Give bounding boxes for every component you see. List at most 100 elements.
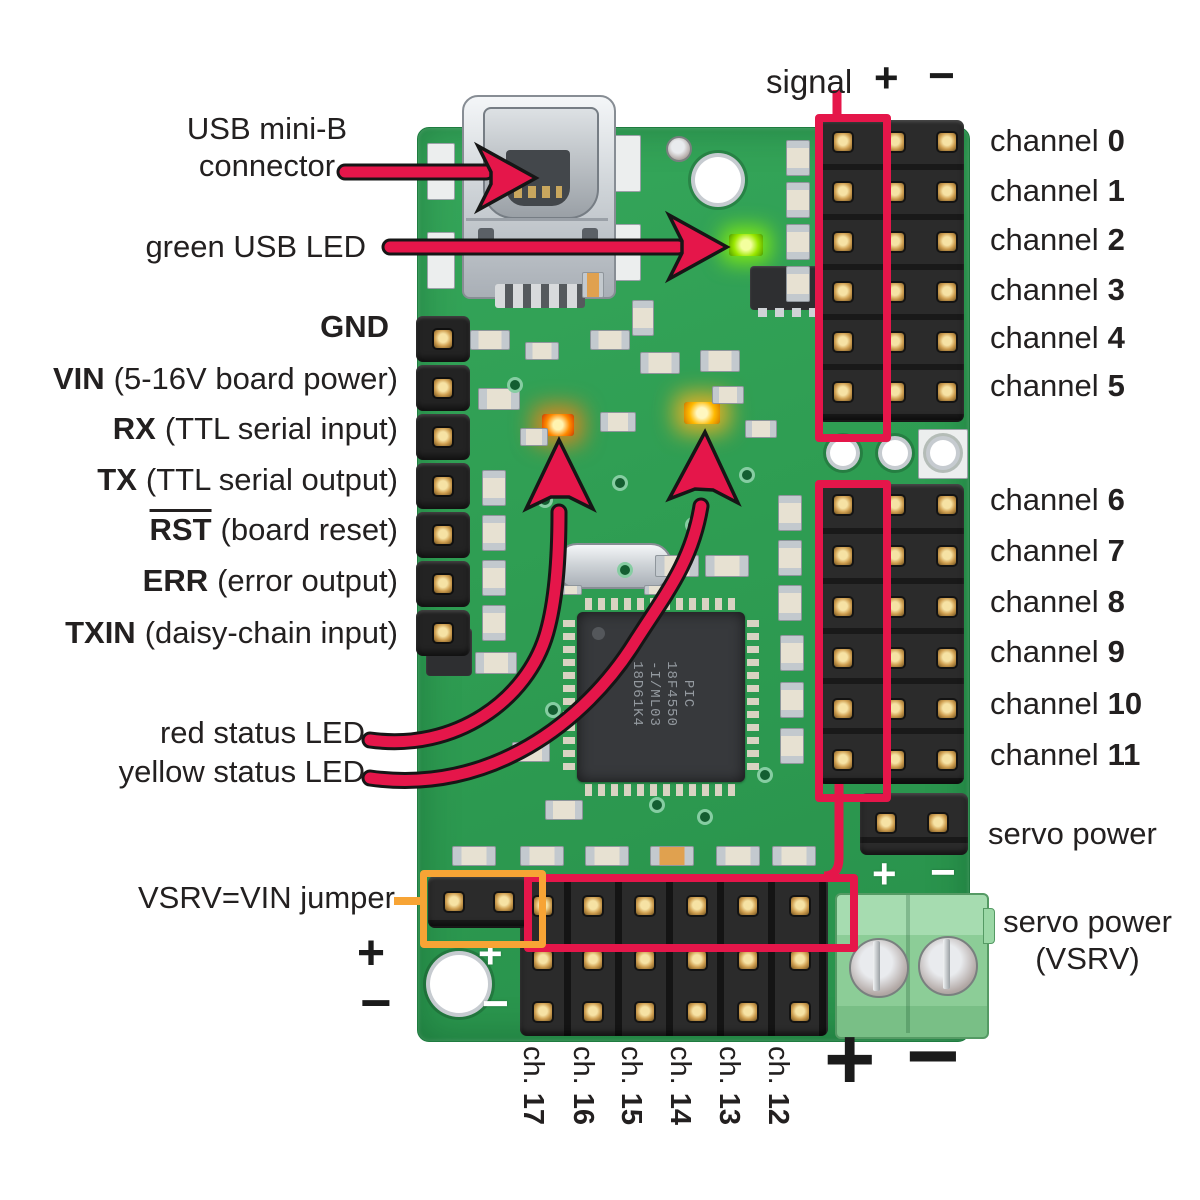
ch-word: ch. (664, 1046, 696, 1085)
ch-17-label: ch. 17 (515, 1046, 550, 1125)
smd-component (705, 555, 749, 577)
ch-word: ch. (517, 1046, 549, 1085)
header-pin (929, 814, 947, 832)
pin-name: TXIN (65, 615, 136, 650)
smd-component (482, 515, 506, 551)
mounting-hole (430, 955, 488, 1013)
header-pin (834, 649, 852, 667)
header-pin (938, 183, 956, 201)
pin-desc: (error output) (217, 563, 398, 598)
via-dot (700, 812, 710, 822)
chip-marking-line: PIC (680, 679, 696, 709)
servo-minus-mark: − (930, 848, 956, 897)
channel-num: 1 (1107, 173, 1125, 208)
header-pin (834, 333, 852, 351)
header-pin (834, 700, 852, 718)
header-pin (434, 330, 452, 348)
header-pin (834, 283, 852, 301)
via-hole (830, 440, 856, 466)
smd-component (700, 350, 740, 372)
smd-component (778, 585, 802, 621)
chip-marking-line: 18F4550 (663, 661, 679, 727)
smd-component (600, 412, 636, 432)
header-pin (938, 496, 956, 514)
smd-component (780, 682, 804, 718)
usb-legs (495, 284, 585, 308)
via-dot (615, 478, 625, 488)
channel-num: 7 (1107, 533, 1125, 568)
header-pin (584, 1003, 602, 1021)
header-pin (834, 183, 852, 201)
screw-slot (943, 939, 950, 989)
smd-component (786, 224, 810, 260)
big-plus-mark: + (824, 1009, 876, 1108)
pin-name: ERR (142, 563, 209, 598)
signal-column-box-ch0-5 (815, 114, 891, 442)
green-usb-led (729, 234, 763, 256)
via-dot (760, 770, 770, 780)
channel-num: 9 (1107, 634, 1125, 669)
channel-word: channel (990, 123, 1099, 158)
usb-pad (427, 232, 455, 289)
smd-component (478, 388, 520, 410)
header-pin (834, 547, 852, 565)
via-dot (540, 495, 550, 505)
usb-label-line2: connector (198, 148, 336, 184)
channel-word: channel (990, 737, 1099, 772)
ch-16-label: ch.16 (565, 1046, 600, 1125)
usb-connector-label: USB mini-B connector (157, 110, 377, 184)
smd-component (525, 342, 559, 360)
header-pin (834, 598, 852, 616)
servo-power-vsrv-line1: servo power (1003, 904, 1172, 939)
channel-word: channel (990, 272, 1099, 307)
header-pin (791, 951, 809, 969)
usb-pad (613, 224, 641, 281)
channel-num: 5 (1107, 368, 1125, 403)
servo-power-vsrv-line2: (VSRV) (1035, 941, 1140, 977)
channel-num: 3 (1107, 272, 1125, 307)
smd-component (452, 846, 496, 866)
header-pin (938, 383, 956, 401)
left-minus-mark: − (360, 973, 392, 1033)
smd-component (482, 560, 506, 596)
smd-component (640, 352, 680, 374)
channel-word: channel (990, 584, 1099, 619)
ch-13-label: ch.13 (711, 1046, 746, 1125)
header-pin (938, 133, 956, 151)
header-pin (938, 283, 956, 301)
smd-component (772, 846, 816, 866)
header-pin (636, 951, 654, 969)
vsrv-jumper-box (420, 870, 546, 948)
smd-component (778, 540, 802, 576)
smd-component (560, 585, 582, 595)
ch-num: 17 (517, 1092, 549, 1125)
vsrv-jumper-label: VSRV=VIN jumper (137, 880, 395, 915)
ch-12-label: ch.12 (760, 1046, 795, 1125)
chip-pin1-dot (592, 627, 605, 640)
smd-component (712, 386, 744, 404)
via-dot (620, 565, 630, 575)
header-ch0-5 (818, 120, 964, 422)
channel-num: 2 (1107, 222, 1125, 257)
chip-pins-bottom (585, 784, 737, 796)
via-hole (930, 440, 956, 466)
red-status-led-label: red status LED (159, 715, 365, 750)
smd-component (632, 300, 654, 336)
pin-label-txin: TXIN(daisy-chain input) (65, 614, 398, 651)
channel-word: channel (990, 686, 1099, 721)
channel-num: 6 (1107, 482, 1125, 517)
servo-plus-mark: + (872, 850, 897, 897)
pin-desc: (daisy-chain input) (144, 615, 398, 650)
smd-component (786, 140, 810, 176)
header-pin (688, 1003, 706, 1021)
silk-plus-mark: + (478, 930, 503, 977)
ch-14-label: ch.14 (662, 1046, 697, 1125)
smd-component (470, 330, 510, 350)
